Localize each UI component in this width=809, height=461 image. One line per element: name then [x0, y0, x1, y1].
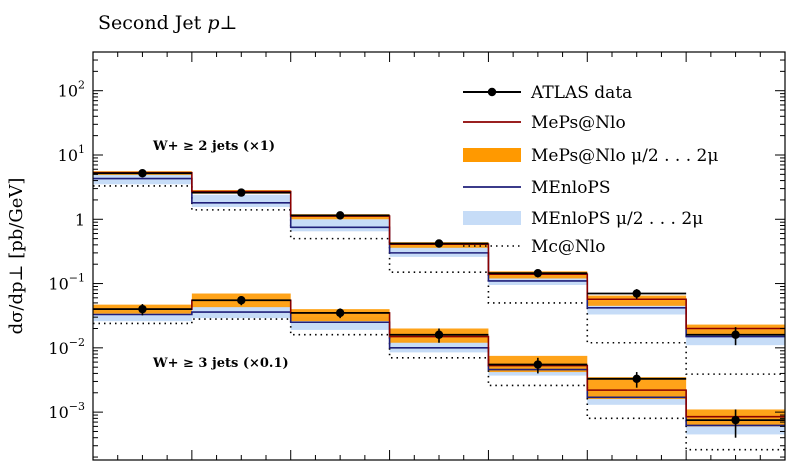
group-3jets-data-point [731, 415, 740, 425]
group-3jets-menlops-band-bin [389, 340, 489, 353]
group-3jets-menlops-band-bin [93, 310, 192, 322]
y-axis-label: dσ/dp⊥ [pb/GeV] [6, 178, 27, 335]
y-tick-label: 10−2 [48, 336, 85, 358]
annotation-3jets: W+ ≥ 3 jets (×0.1) [152, 356, 289, 371]
group-2jets-menlops-band-bin [389, 246, 489, 257]
y-tick-label-text: 1 [75, 210, 85, 229]
legend-label: MePs@Nlo [531, 113, 626, 133]
y-tick-label: 102 [58, 79, 85, 101]
y-tick-label: 101 [58, 143, 85, 165]
group-2jets-menlops-line [93, 177, 785, 338]
y-tick-label-base: 10 [48, 275, 68, 294]
annotation-2jets: W+ ≥ 2 jets (×1) [152, 139, 275, 154]
group-3jets-data-point [138, 304, 147, 314]
group-3jets-data-point [434, 330, 444, 339]
y-tick-label-base: 10 [58, 146, 78, 165]
legend-label: MEnloPS [531, 178, 611, 198]
figure-title: Second Jet p⊥ [98, 12, 237, 34]
y-tick-label: 1 [75, 210, 85, 229]
group-3jets-data-point [632, 374, 641, 383]
y-tick-label-exponent: 1 [78, 143, 85, 156]
group-3jets-menlops-line [93, 311, 785, 427]
group-2jets-data-point [335, 211, 345, 220]
group-2jets-menlops-band-bin [191, 194, 291, 208]
legend-label: Mc@Nlo [531, 237, 605, 257]
y-tick-label: 10−3 [48, 400, 85, 422]
group-2jets-menlops-band-bin [290, 219, 390, 232]
y-tick-label-base: 10 [48, 339, 68, 358]
legend-label: MePs@Nlo μ/2 . . . 2μ [531, 146, 718, 166]
y-tick-label: 10−1 [48, 272, 85, 294]
y-tick-label-exponent: 2 [78, 79, 85, 92]
group-2jets-meps-band-bin [587, 295, 687, 306]
data-points [93, 169, 785, 438]
legend-band-swatch [463, 148, 521, 162]
group-3jets-data-point [533, 360, 543, 369]
y-tick-label-exponent: −1 [69, 272, 85, 285]
legend-data-marker [487, 87, 497, 97]
group-2jets-data-point [434, 239, 444, 248]
group-2jets-data-point [237, 188, 246, 197]
legend-label: ATLAS data [530, 83, 632, 103]
group-3jets-data-point [237, 296, 246, 305]
legend-band-swatch [463, 211, 521, 225]
y-tick-label-base: 10 [58, 82, 78, 101]
group-3jets-data-point [335, 308, 345, 318]
group-2jets-data-point [632, 289, 641, 298]
legend-label: MEnloPS μ/2 . . . 2μ [531, 209, 703, 229]
figure-title-variable: p⊥ [207, 12, 237, 34]
y-tick-label-base: 10 [48, 403, 68, 422]
group-2jets-data-point [138, 169, 147, 178]
figure-title-text: Second Jet [98, 12, 207, 34]
group-2jets-data-point [533, 268, 543, 278]
y-tick-label-exponent: −2 [69, 336, 85, 349]
y-tick-label-exponent: −3 [69, 400, 85, 413]
group-3jets-meps-band-bin [587, 377, 687, 400]
group-2jets-data-point [731, 330, 740, 339]
